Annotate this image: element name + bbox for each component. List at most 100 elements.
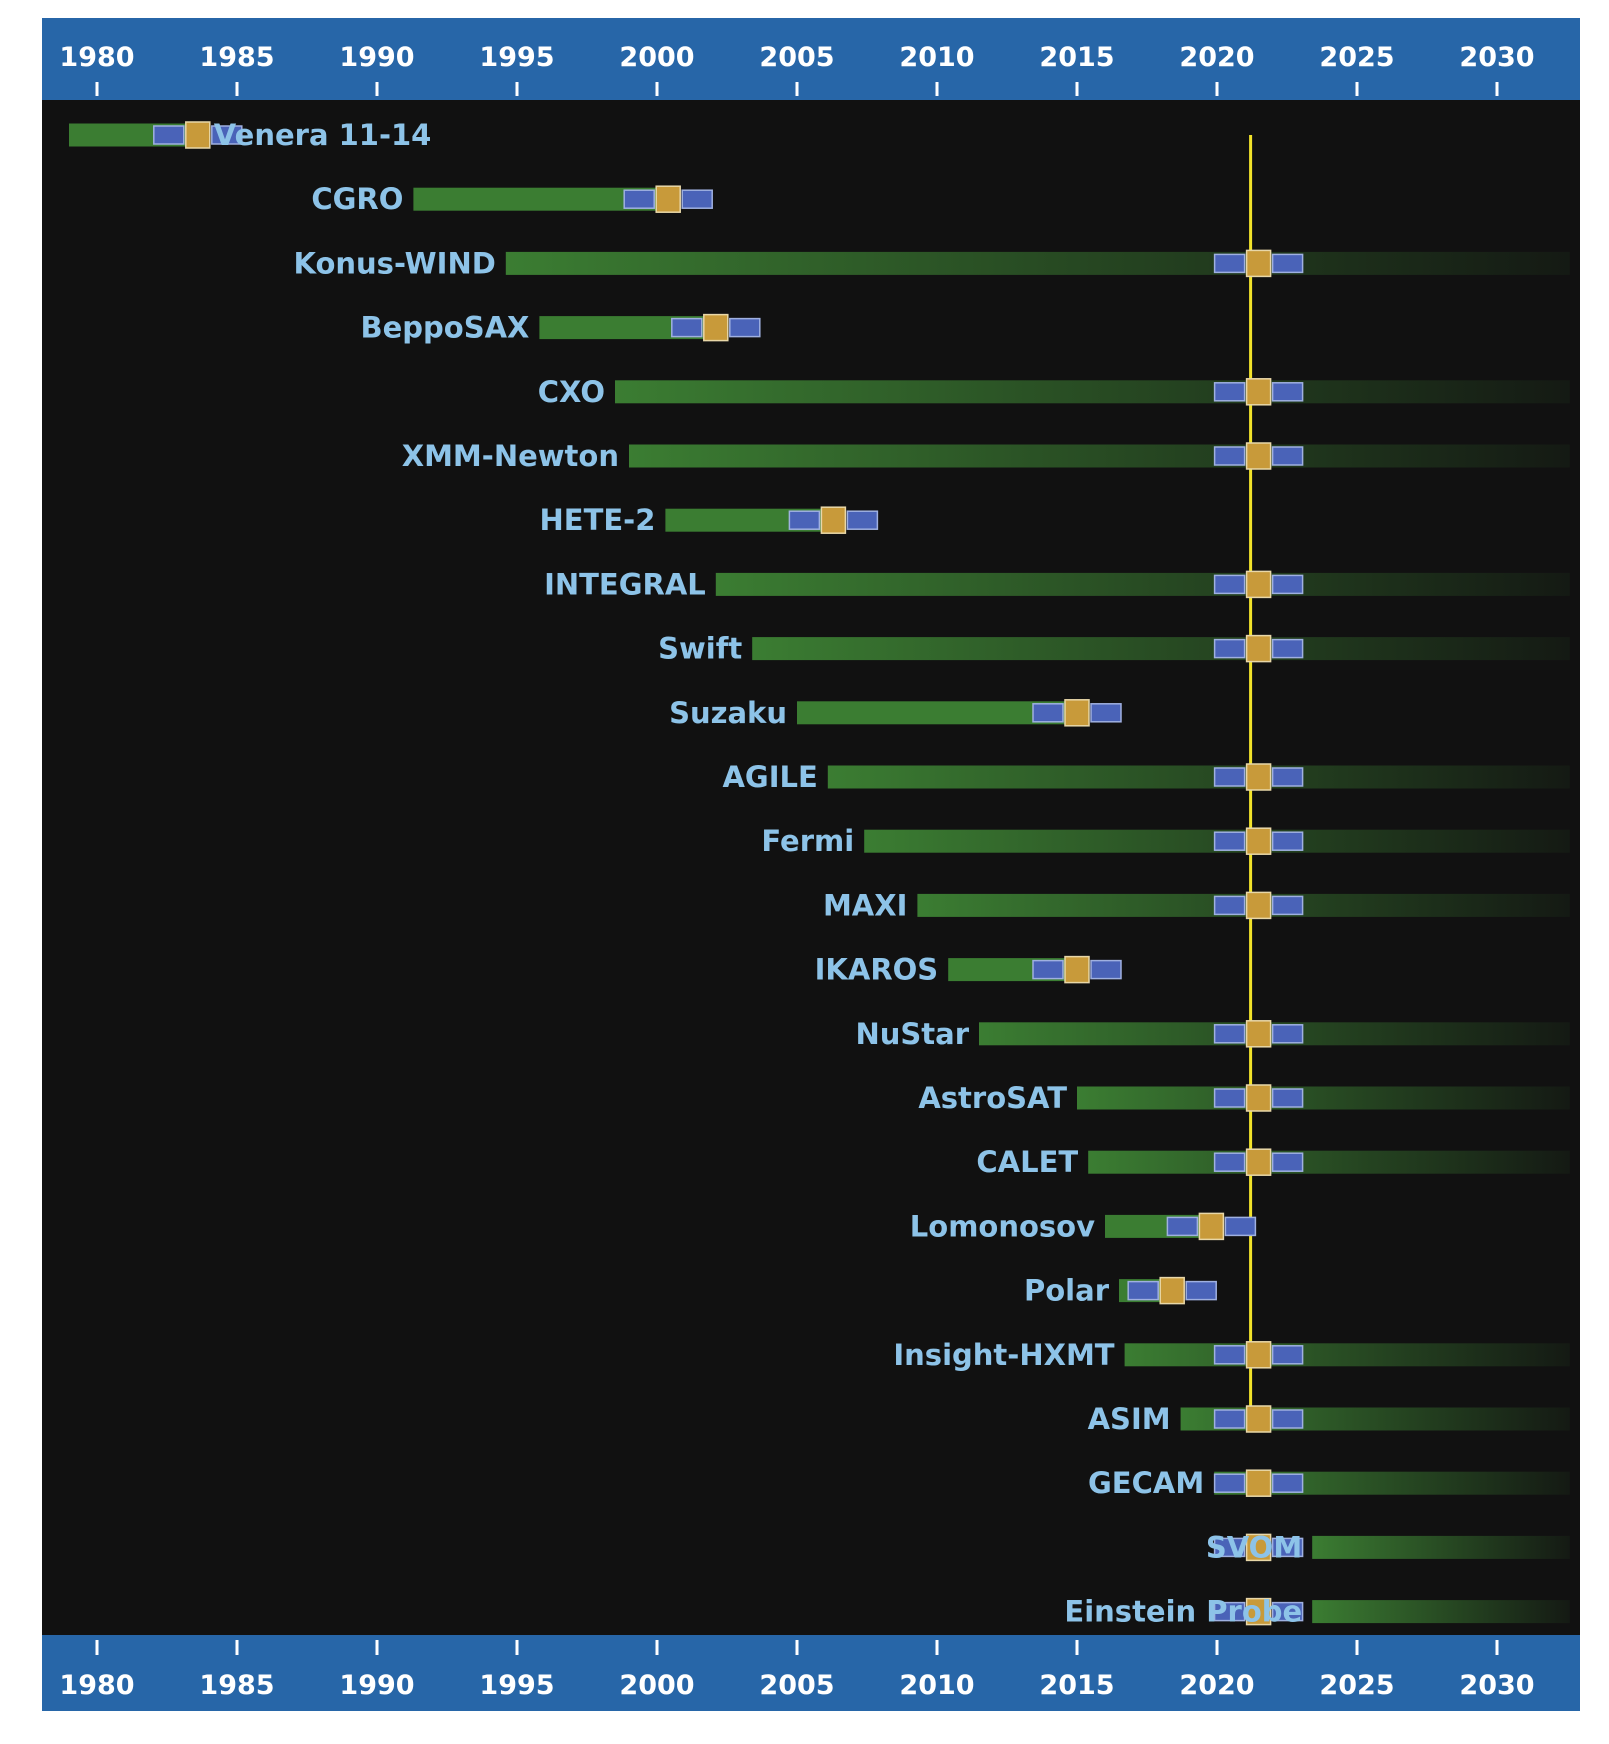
solar-panel-right [1271,1473,1304,1493]
solar-panel-right [1271,446,1304,466]
satellite-icon [1032,699,1122,727]
satellite-icon [1213,634,1304,663]
mission-label: Polar [1024,1274,1110,1308]
mission-label: HETE-2 [540,503,656,537]
solar-panel-right [1271,1088,1304,1108]
solar-panel-left [1032,703,1064,723]
satellite-icon [1213,827,1304,855]
solar-panel-left [1213,253,1246,274]
solar-panel-left [1213,1024,1246,1044]
solar-panel-right [1271,574,1304,595]
mission-label: Einstein Probe [1064,1595,1302,1629]
top-tick-label: 2005 [759,42,834,73]
solar-panel-left [1213,446,1246,466]
satellite-body [1245,1405,1272,1433]
top-tick-label: 2015 [1039,42,1114,73]
mission-bar [1077,1086,1570,1110]
satellite-icon [1213,249,1304,278]
top-tick-label: 2025 [1319,42,1394,73]
mission-bar [629,444,1570,468]
solar-panel-right [1271,1345,1304,1365]
satellite-icon [1213,763,1304,791]
solar-panel-right [211,125,243,145]
satellite-icon [623,185,713,213]
solar-panel-left [1213,638,1246,659]
satellite-icon [1213,1148,1304,1176]
mission-bar [1124,1343,1570,1367]
satellite-icon [1213,1084,1304,1112]
solar-panel-right [681,189,713,209]
solar-panel-right [1271,895,1304,916]
mission-label: CALET [976,1145,1078,1179]
solar-panel-right [729,317,761,338]
satellite-icons [153,121,1304,1626]
bottom-tick-label: 2020 [1179,1670,1254,1701]
solar-panel-left [1213,831,1246,851]
satellite-body [1064,955,1090,984]
satellite-icon [1213,1020,1304,1048]
bottom-tick-label: 1995 [479,1670,554,1701]
mission-bar [1312,1535,1570,1559]
solar-panel-left [1213,574,1246,595]
mission-label: Suzaku [669,696,787,730]
mission-label: XMM-Newton [402,439,619,473]
bottom-axis-band [42,1635,1580,1711]
satellite-body [820,506,847,534]
satellite-body [1245,827,1272,855]
solar-panel-left [1213,1601,1246,1622]
satellite-icon [1213,1469,1304,1497]
satellite-body [1245,1597,1272,1626]
top-tick-label: 1990 [339,42,414,73]
mission-bar [797,701,1077,725]
mission-label: CGRO [311,182,403,216]
mission-label: Swift [658,632,742,666]
bottom-tick-label: 1980 [59,1670,134,1701]
satellite-body [1245,1148,1272,1176]
bottom-tick-label: 2010 [899,1670,974,1701]
satellite-body [1198,1212,1225,1241]
mission-label: ASIM [1088,1402,1171,1436]
satellite-body [1245,1469,1272,1497]
mission-bar [413,187,669,211]
satellite-body [1245,442,1272,470]
bottom-tick-label: 2030 [1459,1670,1534,1701]
satellite-body [185,121,211,149]
satellite-body [1245,378,1272,406]
solar-panel-left [671,317,703,338]
mission-bar [752,637,1570,661]
solar-panel-left [1213,1473,1246,1493]
bottom-tick-label: 2005 [759,1670,834,1701]
mission-label: AGILE [722,760,817,794]
mission-label: BeppoSAX [360,311,529,345]
solar-panel-left [623,189,655,209]
mission-label: AstroSAT [918,1081,1067,1115]
mission-label: SVOM [1206,1530,1302,1564]
top-axis-band [42,18,1580,100]
mission-label: MAXI [823,888,907,922]
mission-label: Venera 11-14 [214,118,432,152]
solar-panel-left [1213,1409,1246,1429]
solar-panel-right [1271,253,1304,274]
mission-label: NuStar [855,1017,969,1051]
bottom-tick-label: 2025 [1319,1670,1394,1701]
satellite-icon [671,313,761,342]
mission-bar [615,380,1570,404]
solar-panel-left [1213,1537,1246,1558]
plot-background [42,100,1580,1635]
solar-panel-left [1213,382,1246,402]
satellite-body [1245,763,1272,791]
satellite-icon [1166,1212,1257,1241]
mission-bar [827,765,1570,789]
solar-panel-left [1213,895,1246,916]
mission-label: IKAROS [815,953,939,987]
mission-label: Konus-WIND [294,246,496,280]
solar-panel-right [1271,1152,1304,1172]
solar-panel-right [1271,1024,1304,1044]
bottom-tick-label: 2000 [619,1670,694,1701]
top-tick-label: 1980 [59,42,134,73]
satellite-icon [1213,442,1304,470]
satellite-icon [1127,1276,1217,1305]
satellite-icon [1213,1405,1304,1433]
satellite-icon [1213,891,1304,920]
